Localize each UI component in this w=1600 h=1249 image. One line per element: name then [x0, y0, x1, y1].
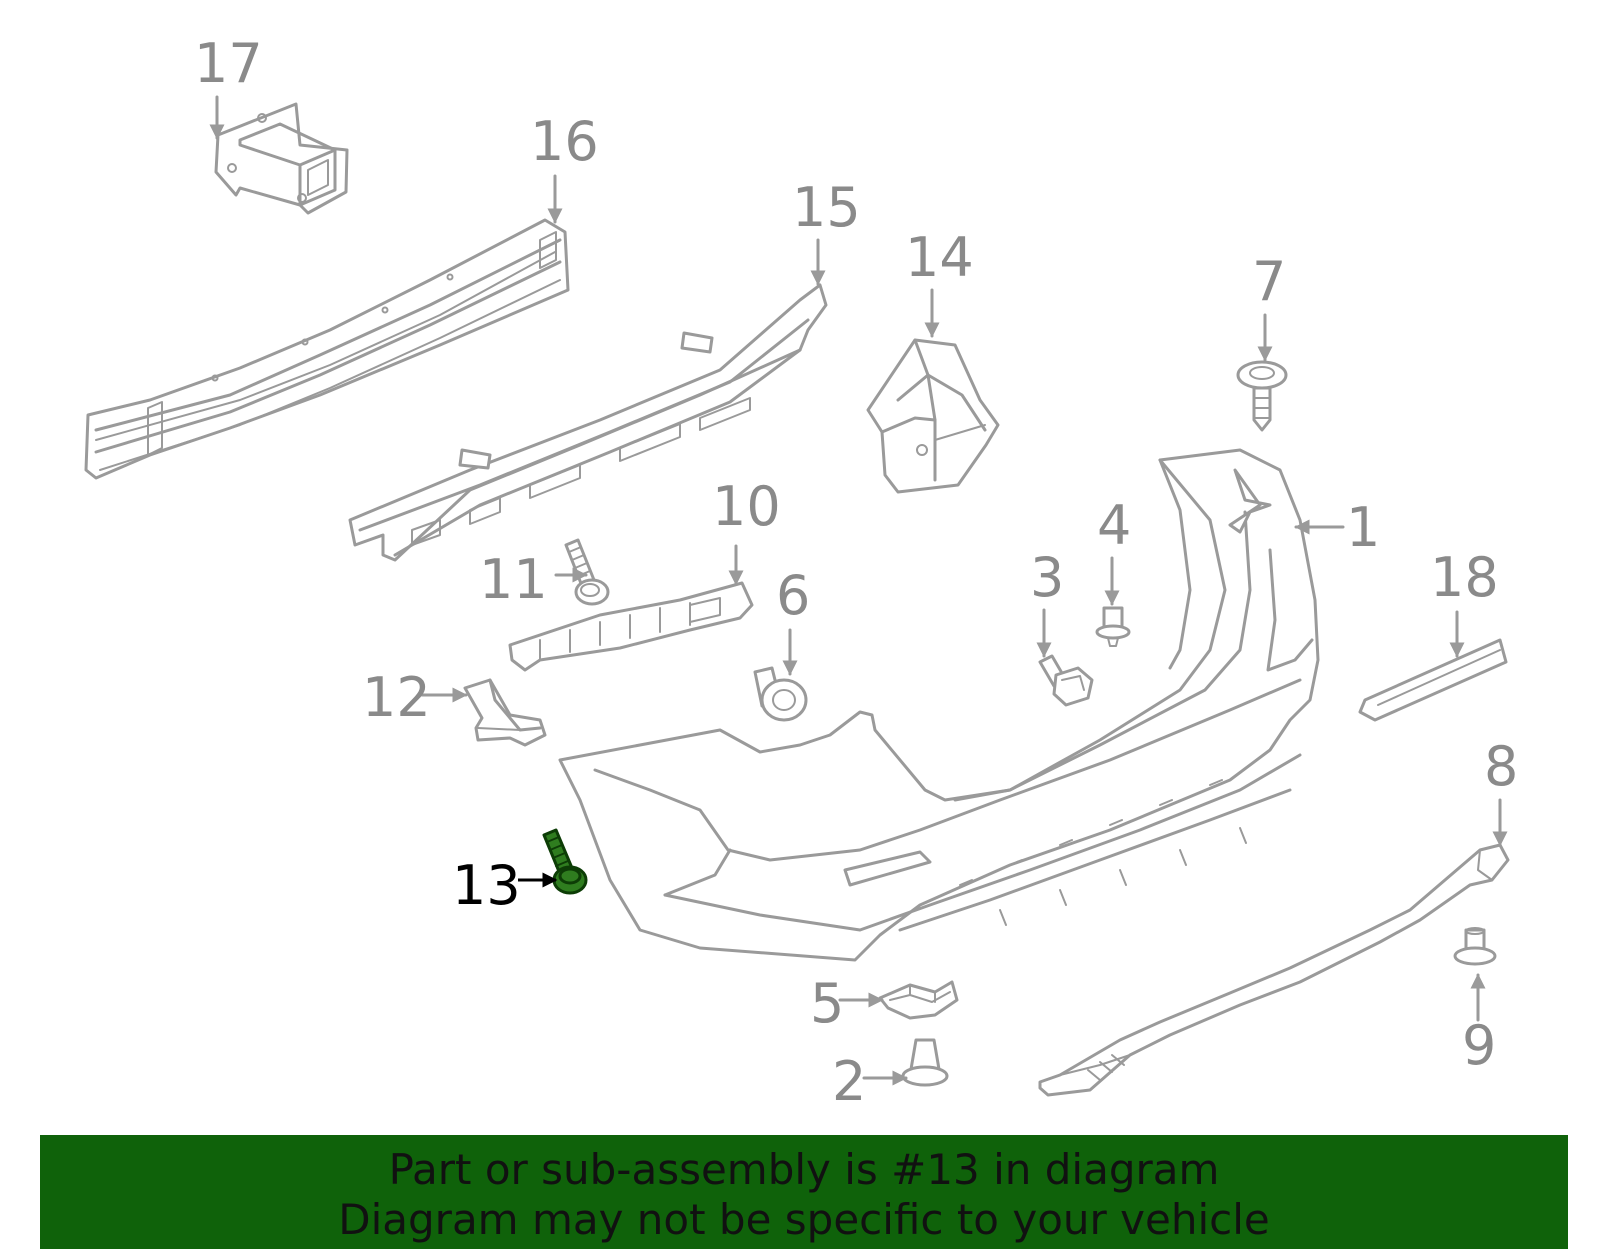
callout-4[interactable]: 4 — [1097, 494, 1131, 557]
callout-labels: 17 16 15 14 7 1 4 3 6 10 11 12 18 8 9 5 … — [194, 32, 1518, 1113]
callout-8[interactable]: 8 — [1484, 735, 1518, 798]
callout-10[interactable]: 10 — [712, 475, 781, 538]
callout-17[interactable]: 17 — [194, 32, 263, 95]
callout-7[interactable]: 7 — [1252, 250, 1286, 313]
part-15-absorber[interactable] — [348, 283, 828, 562]
part-7-clip[interactable] — [1236, 360, 1288, 432]
callout-6[interactable]: 6 — [776, 564, 810, 627]
callout-13[interactable]: 13 — [452, 854, 521, 917]
part-4-clip[interactable] — [1095, 606, 1131, 647]
part-8-rail[interactable] — [1038, 843, 1510, 1097]
info-banner: Part or sub-assembly is #13 in diagram D… — [40, 1135, 1568, 1249]
callout-3[interactable]: 3 — [1030, 546, 1064, 609]
part-12-bracket[interactable] — [463, 678, 547, 747]
part-16-reinforcement[interactable] — [84, 218, 570, 480]
part-13-bolt[interactable] — [542, 828, 588, 895]
banner-line-1: Part or sub-assembly is #13 in diagram — [388, 1145, 1220, 1194]
part-6-grommet[interactable] — [753, 666, 808, 722]
callout-18[interactable]: 18 — [1430, 546, 1499, 609]
part-2-clip[interactable] — [901, 1038, 949, 1087]
callout-2[interactable]: 2 — [832, 1050, 866, 1113]
part-5-bracket[interactable] — [878, 980, 959, 1020]
banner-line-2: Diagram may not be specific to your vehi… — [338, 1195, 1270, 1244]
callout-14[interactable]: 14 — [905, 226, 974, 289]
leader-lines — [209, 95, 1508, 1086]
callout-9[interactable]: 9 — [1462, 1014, 1496, 1077]
callout-15[interactable]: 15 — [792, 176, 861, 239]
callout-1[interactable]: 1 — [1346, 496, 1380, 559]
callout-16[interactable]: 16 — [530, 110, 599, 173]
part-9-clip[interactable] — [1453, 927, 1497, 966]
callout-11[interactable]: 11 — [479, 548, 548, 611]
part-18-molding[interactable] — [1358, 638, 1508, 722]
callout-5[interactable]: 5 — [810, 972, 844, 1035]
part-11-bolt[interactable] — [564, 538, 610, 606]
part-10-stay[interactable] — [508, 581, 754, 672]
part-17-bracket[interactable] — [214, 102, 349, 215]
part-3-bolt[interactable] — [1038, 654, 1094, 707]
part-14-bracket[interactable] — [866, 338, 1000, 494]
callout-12[interactable]: 12 — [362, 666, 431, 729]
part-1-bumper-cover[interactable] — [558, 448, 1320, 962]
